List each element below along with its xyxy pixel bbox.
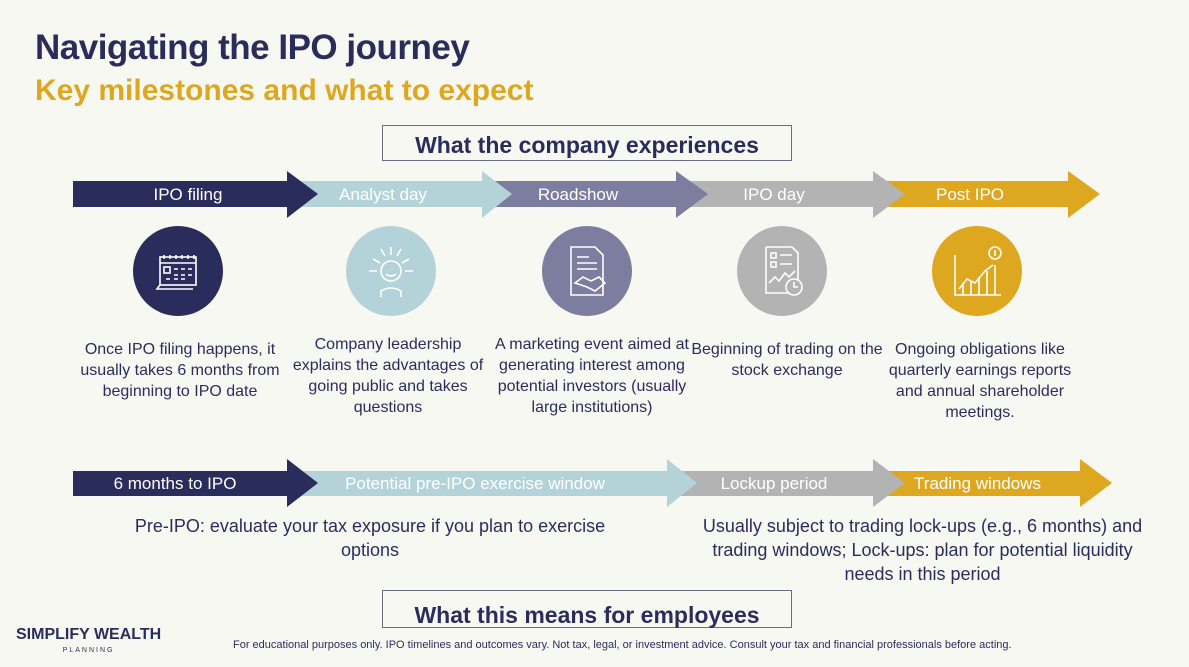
document-handshake-icon <box>542 226 632 316</box>
arrow-pre-ipo-window <box>300 459 697 507</box>
arrow-trading-windows <box>873 459 1112 507</box>
phase-label: Potential pre-IPO exercise window <box>345 474 605 493</box>
arrow-ipo-filing <box>73 171 318 218</box>
arrow-ipo-day <box>680 171 905 218</box>
arrow-lockup <box>680 459 905 507</box>
milestone-label: Roadshow <box>537 185 619 204</box>
post-ipo-note: Usually subject to trading lock-ups (e.g… <box>702 516 1143 584</box>
company-experiences-label: What the company experiences <box>382 125 792 161</box>
employees-label: What this means for employees <box>382 590 792 628</box>
person-ideas-icon <box>346 226 436 316</box>
milestone-description: Company leadership explains the advantag… <box>292 336 484 416</box>
arrow-post-ipo <box>873 171 1100 218</box>
arrow-roadshow <box>495 171 708 218</box>
logo-subtext: PLANNING <box>62 647 115 654</box>
phase-label: Lockup period <box>720 474 828 493</box>
calendar-icon <box>133 226 223 316</box>
page-title: Navigating the IPO journey <box>35 28 470 67</box>
pre-ipo-note: Pre-IPO: evaluate your tax exposure if y… <box>134 516 606 560</box>
milestone-description: Ongoing obligations like quarterly earni… <box>888 341 1072 421</box>
milestone-label: IPO filing <box>153 185 223 204</box>
phase-label: Trading windows <box>914 474 1041 493</box>
arrow-analyst-day <box>300 171 512 218</box>
arrow-6-months <box>73 459 318 507</box>
page-subtitle: Key milestones and what to expect <box>35 74 534 107</box>
logo: SIMPLIFY WEALTH PLANNING <box>16 626 161 654</box>
milestone-label: Post IPO <box>935 185 1005 204</box>
logo-text: SIMPLIFY WEALTH <box>16 626 162 643</box>
milestone-label: Analyst day <box>339 185 427 204</box>
milestone-label: IPO day <box>743 185 805 204</box>
milestone-description: Once IPO filing happens, it usually take… <box>80 341 280 400</box>
milestone-description: A marketing event aimed at generating in… <box>495 336 689 416</box>
growth-chart-coin-icon <box>932 226 1022 316</box>
report-chart-clock-icon <box>737 226 827 316</box>
disclaimer: For educational purposes only. IPO timel… <box>233 639 1012 651</box>
phase-label: 6 months to IPO <box>113 474 237 493</box>
milestone-description: Beginning of trading on the stock exchan… <box>691 341 883 379</box>
